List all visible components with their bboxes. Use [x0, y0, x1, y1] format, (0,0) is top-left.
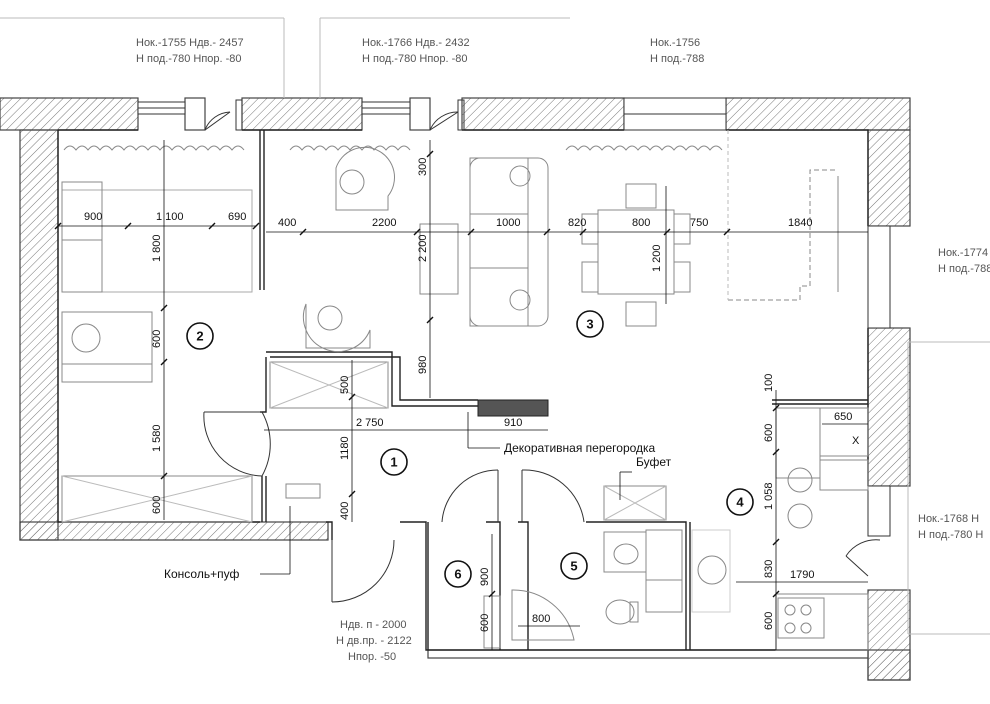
dim-900-hall: 900: [479, 568, 491, 586]
dim-910: 910: [504, 417, 522, 429]
dim-1058: 1 058: [763, 482, 775, 510]
note-door-line3: Нпор. -50: [348, 651, 396, 663]
room-number-4: 4: [736, 495, 744, 510]
label-console: Консоль+пуф: [164, 567, 239, 581]
note-top-left-line1: Нок.-1755 Ндв.- 2457: [136, 37, 244, 49]
note-door-line2: Н дв.пр. - 2122: [336, 635, 412, 647]
door-swings: [203, 99, 881, 603]
label-partition: Декоративная перегородка: [504, 441, 656, 455]
note-top-mid-line2: Н под.-780 Нпор. -80: [362, 53, 468, 65]
dim-1840: 1840: [788, 217, 812, 229]
dim-600-wardrobe: 600: [151, 330, 163, 348]
room-numbers: 1 2 3 4 5 6: [186, 310, 754, 588]
wall-outlines: [57, 129, 869, 651]
dim-400-console: 400: [339, 502, 351, 520]
note-top-left-line2: Н под.-780 Нпор. -80: [136, 53, 242, 65]
note-top-right-line2: Н под.-788: [650, 53, 704, 65]
dim-750: 750: [690, 217, 708, 229]
dim-2750: 2 750: [356, 417, 384, 429]
label-x-mark: X: [852, 435, 860, 447]
room-number-5: 5: [570, 559, 577, 574]
dim-820: 820: [568, 217, 586, 229]
note-door-line1: Ндв. п - 2000: [340, 619, 407, 631]
note-top-mid-line1: Нок.-1766 Ндв.- 2432: [362, 37, 470, 49]
dim-980: 980: [417, 356, 429, 374]
note-right-mid-line1: Нок.-1768 Н: [918, 513, 979, 525]
dim-1100: 1 100: [156, 211, 184, 223]
dim-830: 830: [763, 560, 775, 578]
dim-600-counter: 600: [763, 612, 775, 630]
room-number-2: 2: [196, 329, 203, 344]
note-top-right-line1: Нок.-1756: [650, 37, 700, 49]
dim-2200-vertical: 2 200: [417, 234, 429, 262]
room-number-3: 3: [586, 317, 593, 332]
dim-800-table: 800: [632, 217, 650, 229]
dim-400-top: 400: [278, 217, 296, 229]
dim-650: 650: [834, 411, 852, 423]
dim-1000: 1000: [496, 217, 520, 229]
dimension-lines: [58, 140, 868, 650]
decorative-partition: [477, 399, 549, 417]
furniture: [61, 145, 869, 651]
dim-800-bath: 800: [532, 613, 550, 625]
note-right-top-line1: Нок.-1774: [938, 247, 988, 259]
dim-900: 900: [84, 211, 102, 223]
dim-1580: 1 580: [151, 424, 163, 452]
note-right-top-line2: Н под.-788: [938, 263, 990, 275]
dim-1200: 1 200: [651, 244, 663, 272]
zone-lines: [0, 17, 990, 635]
windows: [137, 97, 891, 537]
room-number-1: 1: [390, 455, 397, 470]
dim-1790: 1790: [790, 569, 814, 581]
dim-600-kitchen: 600: [763, 424, 775, 442]
dim-600-hall: 600: [479, 614, 491, 632]
dim-100: 100: [763, 374, 775, 392]
label-buffet: Буфет: [636, 455, 672, 469]
dim-600-bedroom: 600: [151, 496, 163, 514]
dim-690: 690: [228, 211, 246, 223]
dim-300: 300: [417, 158, 429, 176]
note-right-mid-line2: Н под.-780 Н: [918, 529, 983, 541]
room-number-6: 6: [454, 567, 461, 582]
dim-1800: 1 800: [151, 234, 163, 262]
dim-1180: 1180: [339, 436, 351, 460]
dim-500: 500: [339, 376, 351, 394]
dim-2200: 2200: [372, 217, 396, 229]
dimension-ticks: [54, 150, 780, 598]
